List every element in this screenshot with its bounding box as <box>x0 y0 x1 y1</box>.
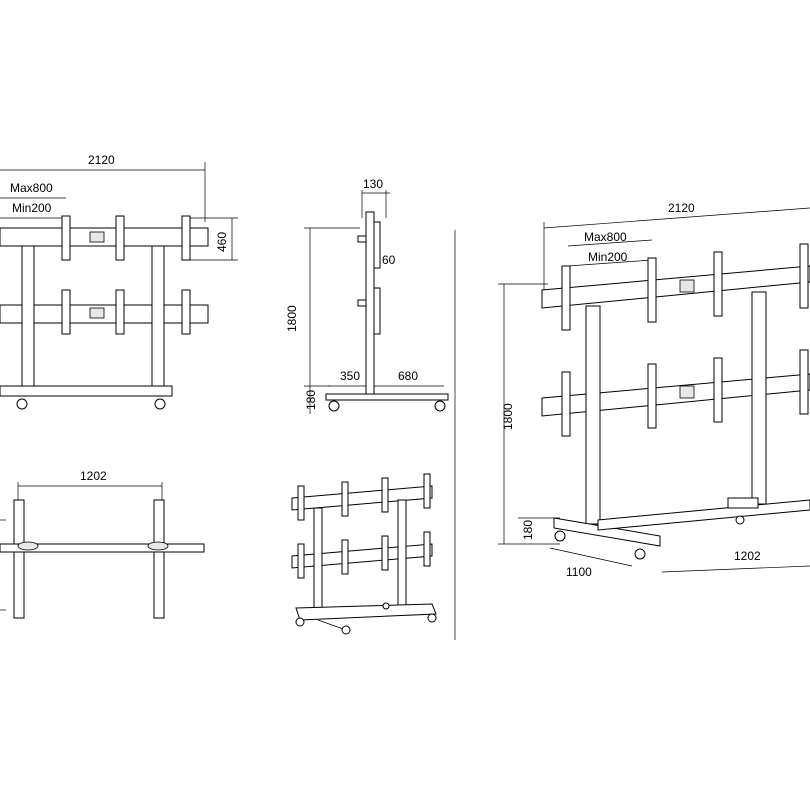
side-rear-depth-label: 350 <box>340 369 360 383</box>
front-max-vesa-label: Max800 <box>10 181 53 195</box>
iso-depth-label: 1100 <box>566 565 592 579</box>
side-height-label: 1800 <box>285 305 299 332</box>
side-view: 130 60 1800 180 350 680 <box>285 177 449 414</box>
iso-min-vesa-label: Min200 <box>588 250 628 264</box>
iso-width-label: 2120 <box>668 201 695 215</box>
side-front-depth-label: 680 <box>398 369 418 383</box>
front-bracket-height-label: 460 <box>215 232 229 252</box>
top-view: 1202 <box>0 469 205 619</box>
side-base-height-label: 180 <box>304 390 318 410</box>
iso-height-label: 1800 <box>501 403 515 430</box>
iso-view: 2120 Max800 Min200 1800 180 1100 1202 <box>498 201 810 579</box>
front-view: 2120 Max800 Min200 460 <box>0 153 238 410</box>
iso-base-width-label: 1202 <box>734 549 761 563</box>
front-width-label: 2120 <box>88 153 115 167</box>
front-min-vesa-label: Min200 <box>12 201 52 215</box>
iso-max-vesa-label: Max800 <box>584 230 627 244</box>
top-width-label: 1202 <box>80 469 107 483</box>
iso-base-height-label: 180 <box>521 520 535 540</box>
side-offset-label: 60 <box>382 253 396 267</box>
side-depth-top-label: 130 <box>363 177 383 191</box>
perspective-small <box>291 473 437 635</box>
